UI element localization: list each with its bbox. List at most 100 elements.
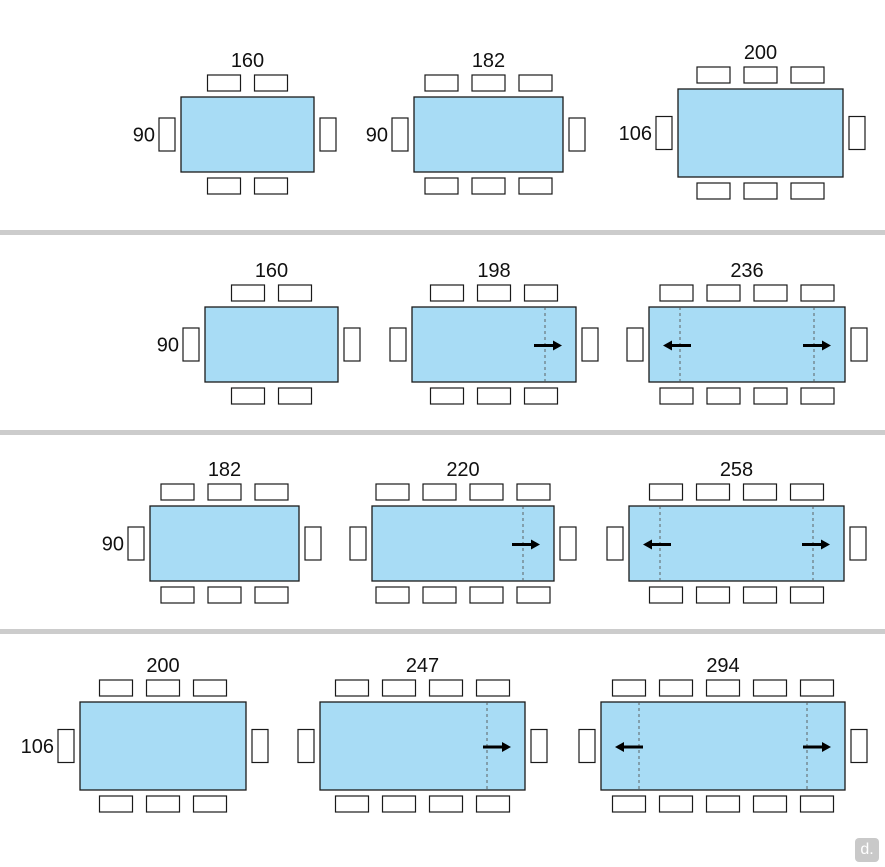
seat-bottom [98,795,134,813]
seat-bottom [696,182,731,200]
seat-bottom [789,586,825,604]
seat-top [429,284,465,302]
table-group-r1-t1: 160 90 [133,50,337,195]
seat-bottom [381,795,417,813]
seat-end-right [568,117,586,152]
seat-bottom [743,182,778,200]
seat-top [469,483,504,501]
seat-top [742,483,778,501]
seat-bottom [753,387,788,405]
seat-bottom [476,387,512,405]
seat-bottom [752,795,788,813]
seat-bottom [790,182,825,200]
seat-bottom [429,387,465,405]
table-width-label: 182 [208,459,241,481]
seat-bottom [516,586,551,604]
seat-top [658,679,694,697]
seat-bottom [469,586,504,604]
seat-bottom [253,177,289,195]
seat-end-left [578,728,596,764]
seat-top [253,74,289,92]
seat-end-left [127,526,145,561]
seat-top [706,284,741,302]
seat-top [696,66,731,84]
seat-end-left [391,117,409,152]
seat-top [230,284,266,302]
seat-end-left [297,728,315,764]
table-top [204,306,339,383]
table-group-r4-t3: 294 [578,655,868,813]
seat-top [277,284,313,302]
table-width-label: 200 [744,42,777,64]
table-top [180,96,315,173]
seat-bottom [206,177,242,195]
seat-bottom [523,387,559,405]
seat-bottom [648,586,684,604]
seat-bottom [705,795,741,813]
seat-top [648,483,684,501]
seat-top [743,66,778,84]
table-width-label: 160 [231,50,264,72]
seat-top [145,679,181,697]
seat-top [424,74,459,92]
seat-bottom [334,795,370,813]
table-width-label: 160 [255,260,288,282]
seat-end-right [850,728,868,764]
seat-bottom [518,177,553,195]
seat-bottom [475,795,511,813]
seat-bottom [192,795,228,813]
seat-top [206,74,242,92]
extension-arrow-head [643,539,652,550]
seat-end-right [849,526,867,561]
seat-bottom [800,387,835,405]
table-width-label: 236 [730,260,763,282]
seat-end-left [182,327,200,362]
table-group-r3-t2: 220 [349,459,577,604]
seat-bottom [428,795,464,813]
seat-bottom [611,795,647,813]
table-width-label: 198 [477,260,510,282]
seat-end-left [349,526,367,561]
seat-end-right [319,117,337,152]
seat-top [428,679,464,697]
seat-top [476,284,512,302]
table-width-label: 182 [472,50,505,72]
seat-top [659,284,694,302]
seat-top [381,679,417,697]
seat-top [98,679,134,697]
table-depth-label: 106 [21,736,54,758]
table-width-label: 294 [706,655,739,677]
seat-top [516,483,551,501]
table-width-label: 247 [406,655,439,677]
seat-end-left [389,327,407,362]
row-separator [0,230,885,235]
seat-end-left [606,526,624,561]
seat-top [611,679,647,697]
seat-bottom [742,586,778,604]
seat-end-right [581,327,599,362]
table-depth-label: 90 [133,125,155,147]
row-separator [0,629,885,634]
seat-top [160,483,195,501]
extension-arrow-head [615,742,624,752]
table-depth-label: 106 [619,123,652,145]
table-group-r2-t2: 198 [389,260,599,405]
seat-bottom [207,586,242,604]
seat-top [471,74,506,92]
seat-end-right [850,327,868,362]
seat-bottom [799,795,835,813]
table-group-r4-t2: 247 [297,655,548,813]
seat-top [800,284,835,302]
table-depth-label: 90 [366,125,388,147]
table-width-label: 220 [446,459,479,481]
seat-end-right [251,728,269,764]
extension-arrow-head [553,340,562,351]
extension-arrow-head [663,340,672,351]
seat-top [207,483,242,501]
seat-bottom [424,177,459,195]
seat-end-right [530,728,548,764]
table-top [79,701,247,791]
seat-end-left [158,117,176,152]
